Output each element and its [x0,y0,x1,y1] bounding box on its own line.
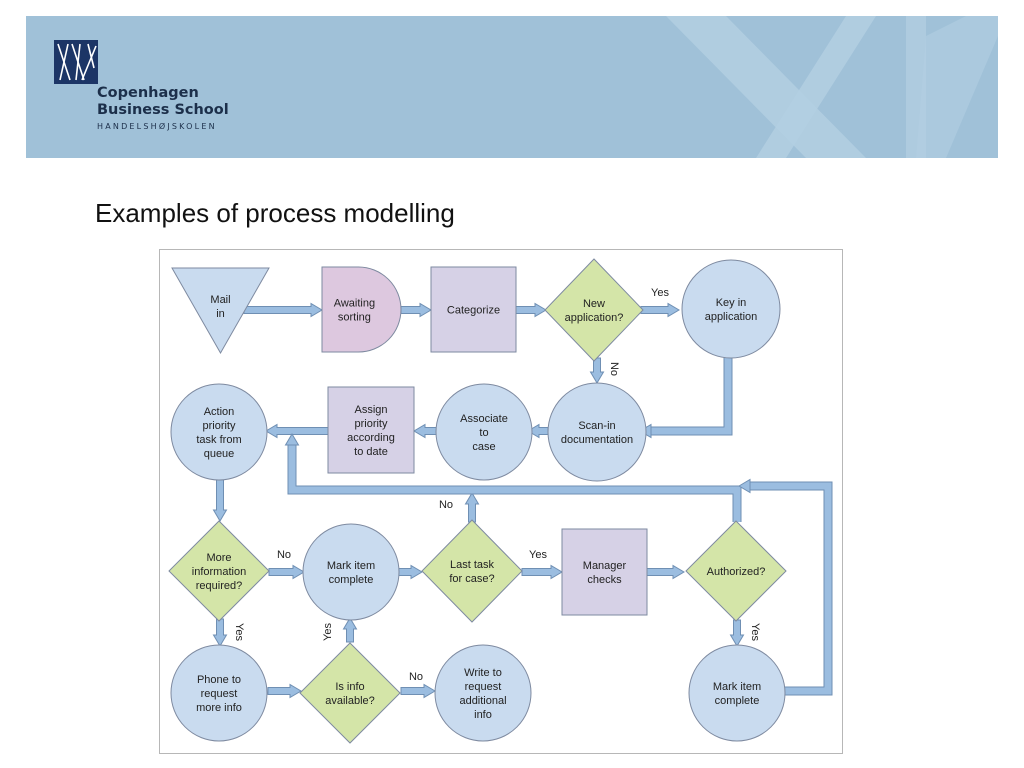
arrow-newapp-to-scanin [589,357,605,384]
node-mark-complete-1 [302,523,400,621]
arrowhead-authorized-to-action [284,433,300,446]
arrow-authorized-to-mark2 [729,619,745,647]
logo-line2: Business School [97,102,229,118]
label-authorized-yes: Yes [749,623,761,641]
label-newapp-yes: Yes [651,287,669,299]
logo-subtitle: HANDELSHØJSKOLEN [97,122,217,131]
node-phone [170,644,268,742]
arrow-manager-to-authorized [646,564,685,580]
arrow-isinfo-to-mark1 [342,617,358,643]
arrow-awaiting-to-categorize [400,302,432,318]
node-mark-complete-2 [688,644,786,742]
label-moreinfo-yes: Yes [233,623,245,641]
node-categorize-label: Categorize [447,305,500,317]
arrow-scanin-to-associate [527,423,549,439]
node-last-task [421,519,523,623]
connector-arrows [212,302,833,699]
arrow-newapp-to-keyin [640,302,680,318]
label-moreinfo-no: No [277,549,291,561]
arrow-phone-to-isinfo [267,683,302,699]
slide-title: Examples of process modelling [95,198,455,228]
node-assign-priority [327,386,415,474]
header-banner [26,16,998,158]
label-isinfo-yes: Yes [322,623,334,641]
label-isinfo-no: No [409,671,423,683]
arrow-action-to-moreinfo [212,477,228,522]
arrow-mail-to-awaiting [243,302,323,318]
arrow-moreinfo-to-phone [212,618,228,647]
node-mail-in [171,267,270,355]
node-associate [435,383,533,481]
label-lasttask-no: No [439,499,453,511]
logo-line1: Copenhagen [97,85,199,101]
node-categorize [430,266,517,353]
pipe-mark2-to-authorized [746,482,832,695]
node-action-priority [170,383,268,481]
pipe-keyin-to-scanin [646,357,732,435]
arrow-assign-to-action [265,423,329,439]
node-scan-in [547,382,647,482]
node-is-info [299,642,401,744]
node-authorized-label: Authorized? [707,566,766,578]
arrow-mark1-to-lasttask [397,564,423,580]
arrow-associate-to-assign [413,423,438,439]
node-authorized [685,520,787,622]
arrow-categorize-to-newapp [515,302,547,318]
label-lasttask-yes: Yes [529,549,547,561]
node-more-info [168,520,270,622]
pipe-keyin-to-scanin-outline [646,357,733,436]
arrow-lasttask-to-manager [521,564,563,580]
node-key-in [681,259,781,359]
arrowhead-mark2-to-authorized [738,478,751,494]
node-new-application [544,258,644,362]
cbs-logo-icon [54,40,98,84]
label-newapp-no: No [608,362,620,376]
arrow-isinfo-to-writeto [400,683,436,699]
node-awaiting-sorting [321,266,402,353]
pipe-authorized-to-action [288,442,741,522]
node-manager-checks [561,528,648,616]
banner-decoration [666,16,998,158]
arrow-moreinfo-to-mark1 [268,564,305,580]
node-write-to [434,644,532,742]
arrow-lasttask-up [464,492,480,523]
